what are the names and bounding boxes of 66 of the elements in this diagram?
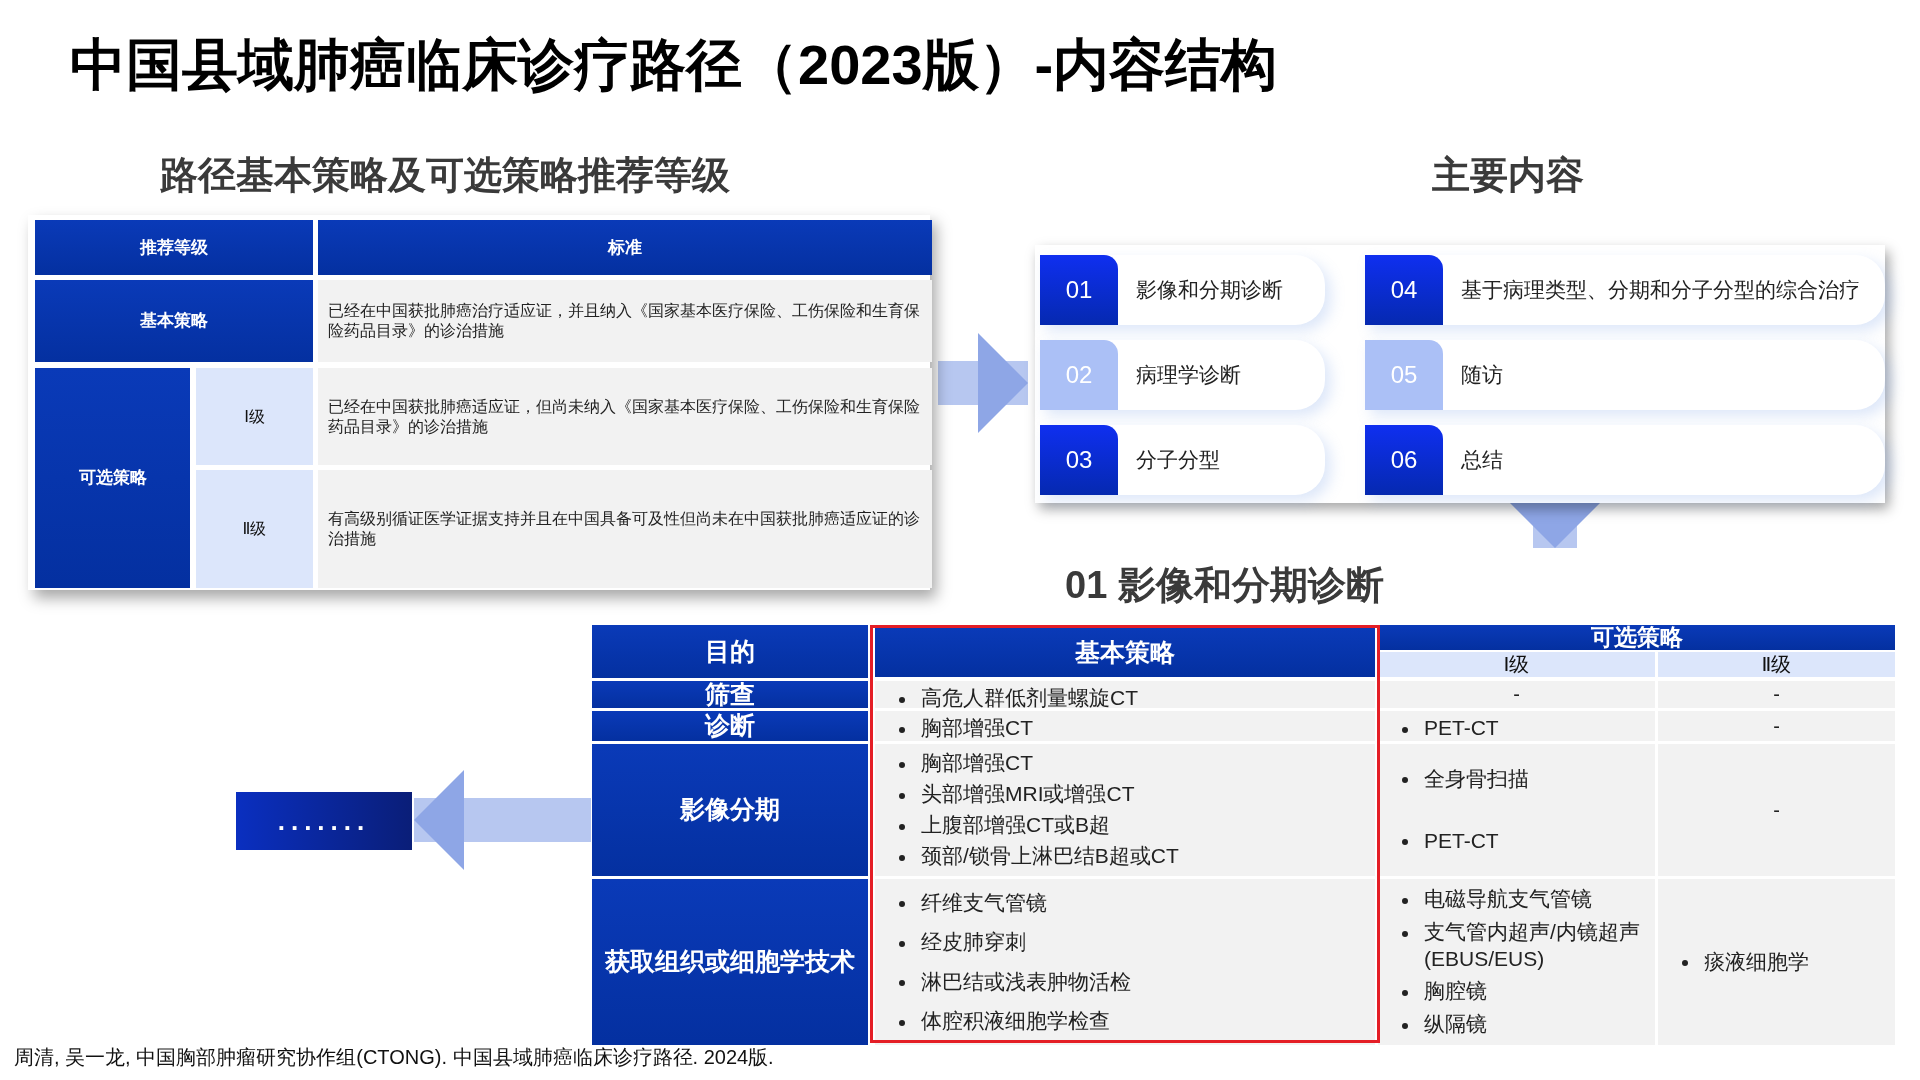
list-item: 痰液细胞学 — [1704, 949, 1809, 973]
list-item: 胸部增强CT — [921, 716, 1033, 739]
number-badge: 05 — [1365, 340, 1443, 410]
table-cell: 有高级别循证医学证据支持并且在中国具备可及性但尚未在中国获批肺癌适应证的诊治措施 — [318, 470, 932, 588]
list-item: 体腔积液细胞学检查 — [921, 1009, 1110, 1033]
table-cell: Ⅰ级 — [196, 368, 313, 465]
table-cell: - — [1378, 681, 1655, 708]
table-cell: Ⅰ级 — [1378, 652, 1655, 677]
list-card — [1040, 255, 1325, 325]
section-heading: 01 影像和分期诊断 — [1065, 563, 1384, 608]
list-card — [1365, 340, 1885, 410]
table-cell: 影像分期 — [592, 744, 868, 876]
list-item: 淋巴结或浅表肿物活检 — [921, 969, 1131, 993]
item-text: 影像和分期诊断 — [1136, 277, 1283, 303]
table-cell: 筛查 — [592, 681, 868, 708]
ellipsis-box: ....... — [236, 792, 412, 850]
list-item: PET-CT — [1424, 716, 1499, 739]
table-cell: 基本策略 — [35, 280, 313, 362]
slide-title: 中国县域肺癌临床诊疗路径（2023版）-内容结构 — [70, 32, 1278, 98]
number-badge: 03 — [1040, 425, 1118, 495]
list-item: 胸腔镜 — [1424, 979, 1487, 1003]
list-item: 高危人群低剂量螺旋CT — [921, 686, 1138, 709]
table-cell: 目的 — [592, 625, 868, 678]
table-cell: 已经在中国获批肺癌治疗适应证，并且纳入《国家基本医疗保险、工伤保险和生育保险药品目录》的诊治措施 — [318, 280, 932, 362]
table-cell: 推荐等级 — [35, 220, 313, 275]
number-badge: 01 — [1040, 255, 1118, 325]
list-item: 颈部/锁骨上淋巴结B超或CT — [921, 844, 1179, 868]
number-badge: 04 — [1365, 255, 1443, 325]
list-item: 全身骨扫描 — [1424, 766, 1529, 790]
list-item: 纵隔镜 — [1424, 1012, 1487, 1036]
table-cell: - — [1658, 681, 1895, 708]
list-card — [1040, 425, 1325, 495]
list-item: 头部增强MRI或增强CT — [921, 782, 1135, 806]
table-cell: - — [1658, 744, 1895, 876]
item-text: 随访 — [1461, 362, 1503, 388]
block-arrow — [938, 333, 1028, 433]
item-text: 总结 — [1461, 447, 1503, 473]
table-cell: 诊断 — [592, 711, 868, 741]
list-item: 电磁导航支气管镜 — [1424, 887, 1592, 911]
table-cell: 可选策略 — [1378, 625, 1895, 650]
list-card — [1040, 340, 1325, 410]
table-cell: 获取组织或细胞学技术 — [592, 879, 868, 1045]
table-cell: Ⅱ级 — [196, 470, 313, 588]
item-text: 分子分型 — [1136, 447, 1220, 473]
list-item: 上腹部增强CT或B超 — [921, 813, 1110, 837]
number-badge: 02 — [1040, 340, 1118, 410]
table-cell: - — [1658, 711, 1895, 741]
section-heading: 主要内容 — [1432, 153, 1584, 198]
list-card — [1365, 425, 1885, 495]
list-item: 胸部增强CT — [921, 751, 1033, 775]
list-card — [1365, 255, 1885, 325]
list-item: 经皮肺穿刺 — [921, 930, 1026, 954]
list-item: PET-CT — [1424, 828, 1499, 852]
section-heading: 路径基本策略及可选策略推荐等级 — [160, 153, 730, 198]
table-cell: 已经在中国获批肺癌适应证，但尚未纳入《国家基本医疗保险、工伤保险和生育保险药品目录》的诊治措施 — [318, 368, 932, 465]
item-text: 基于病理类型、分期和分子分型的综合治疗 — [1461, 277, 1860, 303]
number-badge: 06 — [1365, 425, 1443, 495]
list-item: 支气管内超声/内镜超声(EBUS/EUS) — [1424, 920, 1640, 970]
table-cell: 可选策略 — [35, 368, 190, 588]
table-cell: 基本策略 — [875, 628, 1375, 677]
table-cell: 标准 — [318, 220, 932, 275]
table-cell: Ⅱ级 — [1658, 652, 1895, 677]
list-item: 纤维支气管镜 — [921, 890, 1047, 914]
citation-text: 周清, 吴一龙, 中国胸部肿瘤研究协作组(CTONG). 中国县域肺癌临床诊疗路径. 2024版. — [14, 1045, 774, 1070]
block-arrow — [414, 770, 591, 870]
item-text: 病理学诊断 — [1136, 362, 1241, 388]
